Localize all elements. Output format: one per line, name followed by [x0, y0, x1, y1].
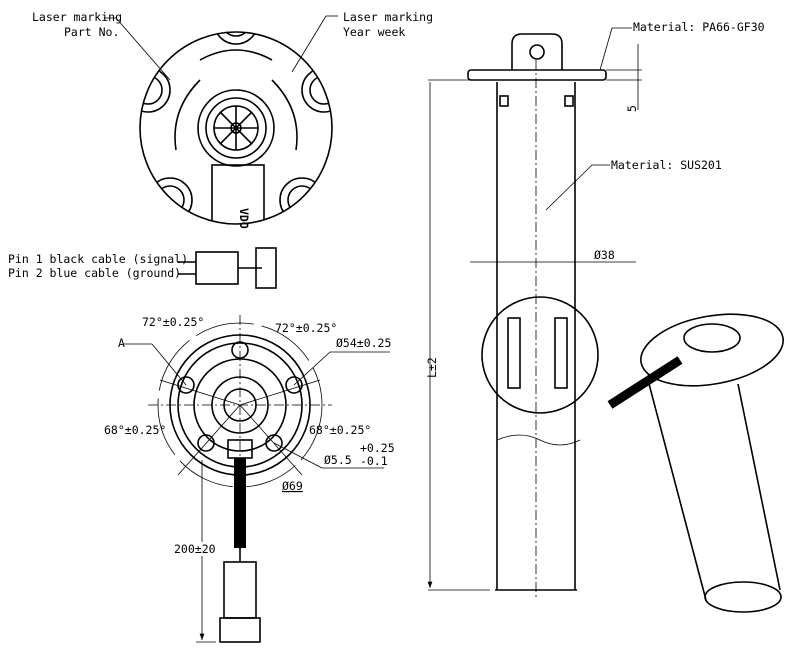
logo-vdo: VDO	[237, 208, 251, 229]
perspective-view	[607, 313, 784, 613]
flange-view: A 72°±0.25° 72°±0.25° 68°±0.25° 68°±0.25…	[104, 315, 395, 643]
connector-view: Pin 1 black cable (signal) Pin 2 blue ca…	[8, 247, 277, 289]
angle-bottom-right: 68°±0.25°	[309, 423, 371, 437]
material-tube: Material: SUS201	[611, 158, 722, 172]
laser-part-label-2: Part No.	[64, 25, 119, 39]
hole-tol-lower: -0.1	[360, 454, 388, 468]
angle-top-right: 72°±0.25°	[275, 321, 337, 335]
pin1-label: Pin 1 black cable (signal)	[8, 252, 188, 266]
pin2-label: Pin 2 blue cable (ground)	[8, 266, 181, 280]
hole-tol-upper: +0.25	[360, 441, 395, 455]
outer-dia-dim: Ø69	[282, 479, 303, 493]
angle-top-left: 72°±0.25°	[142, 315, 204, 329]
length-dim: L±2	[425, 357, 439, 378]
side-view: L±2 5 Material: PA66-GF30 Material: SUS2…	[425, 20, 765, 600]
laser-part-label-1: Laser marking	[32, 10, 122, 24]
laser-year-label-1: Laser marking	[343, 10, 433, 24]
hole-dia-dim: Ø5.5	[324, 453, 352, 467]
cable-length-dim: 200±20	[174, 542, 216, 556]
top-view: VDO Laser marking Part No. Laser marking…	[32, 10, 433, 229]
material-flange: Material: PA66-GF30	[633, 20, 765, 34]
bolt-circle-dim: Ø54±0.25	[336, 336, 391, 350]
datum-a: A	[118, 336, 125, 350]
laser-year-label-2: Year week	[343, 25, 405, 39]
flange-thickness-dim: 5	[625, 105, 639, 112]
tube-dia-dim: Ø38	[594, 248, 615, 262]
angle-bottom-left: 68°±0.25°	[104, 423, 166, 437]
